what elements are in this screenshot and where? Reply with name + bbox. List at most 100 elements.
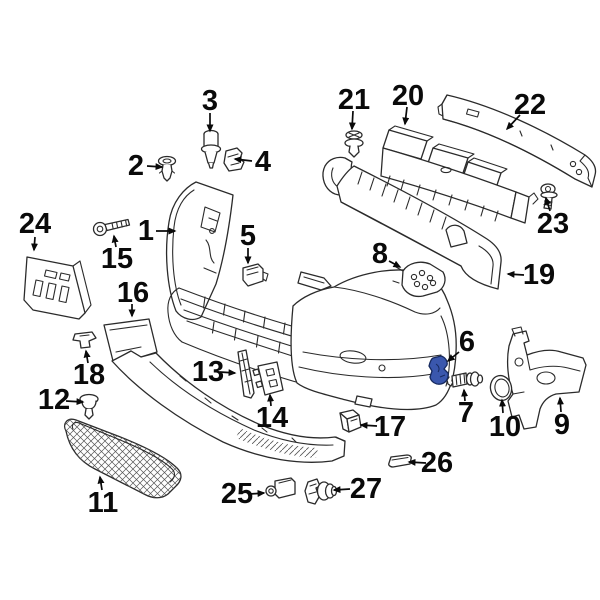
callout-2-label[interactable]: 2 [128,150,144,182]
part-12-clip[interactable] [79,393,99,420]
part-5-clip[interactable] [242,263,269,287]
callout-23-label[interactable]: 23 [537,208,569,240]
callout-14[interactable]: 14 [256,393,288,434]
callout-11-label[interactable]: 11 [88,487,119,519]
callout-4[interactable]: 4 [233,146,271,178]
callout-12-arrow [65,398,85,406]
callout-9-arrow [556,396,564,413]
callout-6[interactable]: 6 [446,326,475,362]
callout-13-label[interactable]: 13 [192,356,224,388]
callout-19-arrow [506,270,525,278]
callout-10-arrow [499,398,506,414]
callout-24-label[interactable]: 24 [19,208,51,240]
part-1-bumper-side-retainer[interactable] [165,181,234,321]
callout-9-label[interactable]: 9 [554,409,570,441]
callout-26-arrow [407,458,427,466]
part-15-hook-bolt[interactable] [92,218,131,237]
callout-26[interactable]: 26 [407,447,453,479]
part-10-seal-ring[interactable] [488,374,514,403]
callout-8-arrow [388,260,402,268]
callout-18[interactable]: 18 [73,349,105,391]
callout-13[interactable]: 13 [192,356,237,388]
callout-25-label[interactable]: 25 [221,478,253,510]
part-20-upper-energy-absorber[interactable] [380,125,539,224]
callout-15-arrow [111,234,119,248]
part-16-lower-valence[interactable] [103,318,346,463]
callout-10-label[interactable]: 10 [489,411,521,443]
callout-1-label[interactable]: 1 [138,215,154,247]
callout-7[interactable]: 7 [458,388,474,429]
callout-11[interactable]: 11 [88,475,119,519]
part-11-lower-grille[interactable] [58,412,190,504]
callout-5[interactable]: 5 [240,220,256,265]
callout-17[interactable]: 17 [359,411,406,443]
callout-20-arrow [402,106,410,126]
callout-25[interactable]: 25 [221,478,266,510]
callout-14-label[interactable]: 14 [256,402,288,434]
part-22-impact-bar[interactable] [437,94,597,188]
part-13-retainer-strip[interactable] [237,349,255,399]
callout-3-label[interactable]: 3 [202,85,218,117]
part-26-cover[interactable] [388,454,412,468]
callout-27-label[interactable]: 27 [350,473,382,505]
callout-4-arrow [233,156,253,164]
callout-21-arrow [348,110,356,131]
part-27-sensor-retainer[interactable] [304,478,338,505]
part-21-push-clip[interactable] [344,130,364,158]
callout-18-arrow [83,349,91,364]
callout-22[interactable]: 22 [505,89,546,131]
callout-20[interactable]: 20 [392,80,424,126]
part-24-license-plate-bracket[interactable] [23,256,92,320]
part-19-lower-energy-absorber[interactable] [322,156,502,290]
callout-25-arrow [249,489,266,497]
callout-7-arrow [461,388,469,402]
callout-7-label[interactable]: 7 [458,397,474,429]
part-3-push-clip[interactable] [200,129,222,169]
callout-1[interactable]: 1 [138,215,177,247]
callout-8-label[interactable]: 8 [372,238,388,270]
callout-22-label[interactable]: 22 [514,89,546,121]
callout-18-label[interactable]: 18 [73,359,105,391]
callout-9[interactable]: 9 [554,396,570,441]
part-8-bracket[interactable] [392,261,446,298]
callout-21-label[interactable]: 21 [338,84,370,116]
part-6-retainer-clip-highlighted[interactable] [428,355,449,385]
callout-5-label[interactable]: 5 [240,220,256,252]
part-25-park-sensor[interactable] [265,477,296,499]
callout-27-arrow [332,486,351,494]
bumper-cover[interactable] [167,269,457,411]
callout-23[interactable]: 23 [537,196,569,240]
callout-19-label[interactable]: 19 [523,259,555,291]
callout-3[interactable]: 3 [202,85,218,133]
callout-4-label[interactable]: 4 [255,146,271,178]
callout-10[interactable]: 10 [489,398,521,443]
callout-21[interactable]: 21 [338,84,370,131]
callout-8[interactable]: 8 [372,238,402,270]
callout-27[interactable]: 27 [332,473,382,505]
callout-13-arrow [219,369,237,377]
part-7-bolt[interactable] [446,371,484,388]
callout-19[interactable]: 19 [506,259,555,291]
callout-14-arrow [267,393,275,407]
callout-20-label[interactable]: 20 [392,80,424,112]
callout-6-label[interactable]: 6 [459,326,475,358]
callout-12[interactable]: 12 [38,384,85,416]
callout-24[interactable]: 24 [19,208,51,252]
part-18-clip[interactable] [72,331,97,349]
callout-15-label[interactable]: 15 [101,243,133,275]
callout-6-arrow [446,351,460,362]
callout-12-label[interactable]: 12 [38,384,70,416]
part-2-push-clip[interactable] [157,155,177,182]
callout-16-label[interactable]: 16 [117,277,149,309]
callout-15[interactable]: 15 [101,234,133,275]
callout-26-label[interactable]: 26 [421,447,453,479]
callout-2[interactable]: 2 [128,150,164,182]
part-17-clip[interactable] [339,409,362,433]
callout-24-arrow [31,236,38,252]
part-14-bracket[interactable] [252,361,284,396]
callout-16[interactable]: 16 [117,277,149,318]
callout-17-label[interactable]: 17 [374,411,406,443]
